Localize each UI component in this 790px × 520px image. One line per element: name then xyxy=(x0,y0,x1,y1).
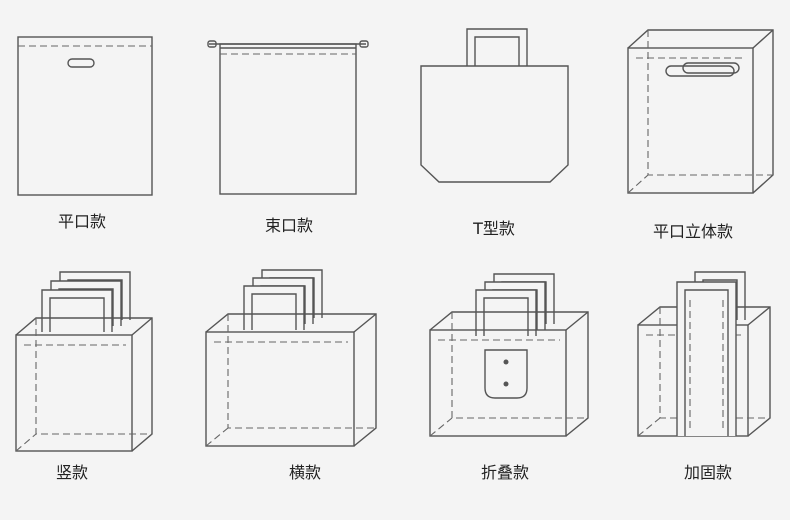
label-flat: 平口款 xyxy=(57,212,107,231)
t-shape-bag-drawing xyxy=(420,28,569,183)
label-t-shape: T型款 xyxy=(473,219,515,238)
foldable-bag-drawing xyxy=(429,273,589,437)
label-horizontal: 横款 xyxy=(288,463,322,482)
vertical-bag-drawing xyxy=(15,271,153,452)
horizontal-bag-drawing xyxy=(205,269,377,447)
fold-pocket xyxy=(484,349,528,399)
label-drawstring: 束口款 xyxy=(264,216,314,235)
label-reinforced: 加固款 xyxy=(683,463,733,482)
label-foldable: 折叠款 xyxy=(480,463,530,482)
flat-bag-drawing xyxy=(17,36,153,196)
label-flat-3d: 平口立体款 xyxy=(652,222,734,241)
flat-3d-bag-drawing xyxy=(627,29,774,194)
drawstring-bag-drawing xyxy=(207,40,369,195)
label-vertical: 竖款 xyxy=(55,463,89,482)
reinforced-bag-drawing xyxy=(637,271,771,437)
